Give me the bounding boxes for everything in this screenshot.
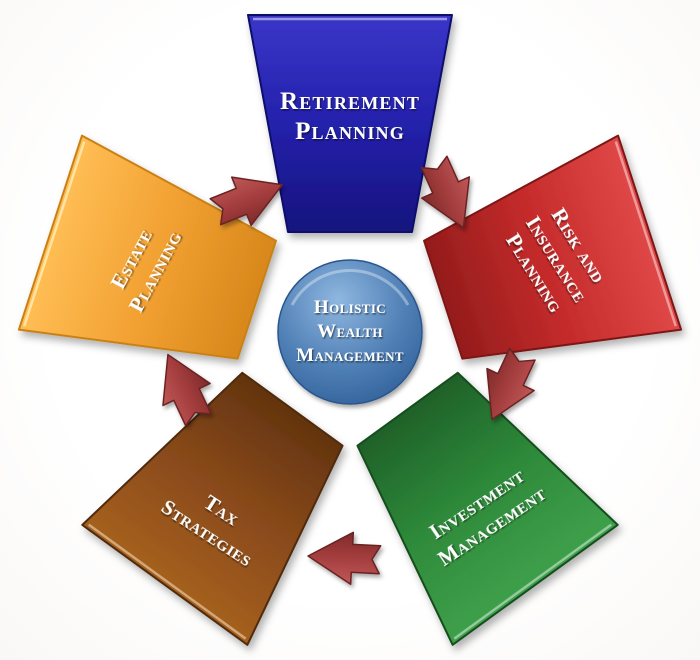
bevel-highlight	[87, 523, 247, 640]
segment-shape-estate	[17, 134, 277, 360]
arrow-investment-to-tax	[305, 529, 383, 587]
bevel-highlight	[453, 523, 613, 640]
circle-highlight	[290, 269, 410, 306]
segment-risk-insurance-planning	[423, 134, 683, 360]
center-circle	[277, 259, 423, 405]
segment-tax-strategies	[81, 371, 344, 646]
label-line: Management	[296, 345, 404, 366]
bevel-highlight	[23, 141, 86, 327]
segment-investment-management	[356, 371, 619, 646]
segment-shape-tax	[81, 371, 344, 646]
bevel-highlight	[614, 141, 677, 327]
label-line: Wealth	[317, 321, 383, 342]
center-circle-shape	[277, 259, 423, 405]
label-line: Planning	[295, 118, 405, 145]
center-label-holistic-wealth-management: Holistic Wealth Management	[296, 297, 404, 366]
segment-shape-retirement	[247, 14, 453, 233]
segment-shape-investment	[356, 371, 619, 646]
arrow-glyph	[305, 529, 383, 587]
segment-label-retirement-planning: Retirement Planning	[280, 88, 420, 145]
segment-estate-planning	[17, 134, 277, 360]
label-line: Retirement	[280, 88, 420, 115]
label-line: Holistic	[314, 297, 386, 318]
segment-shape-risk	[423, 134, 683, 360]
segment-retirement-planning	[247, 14, 453, 233]
